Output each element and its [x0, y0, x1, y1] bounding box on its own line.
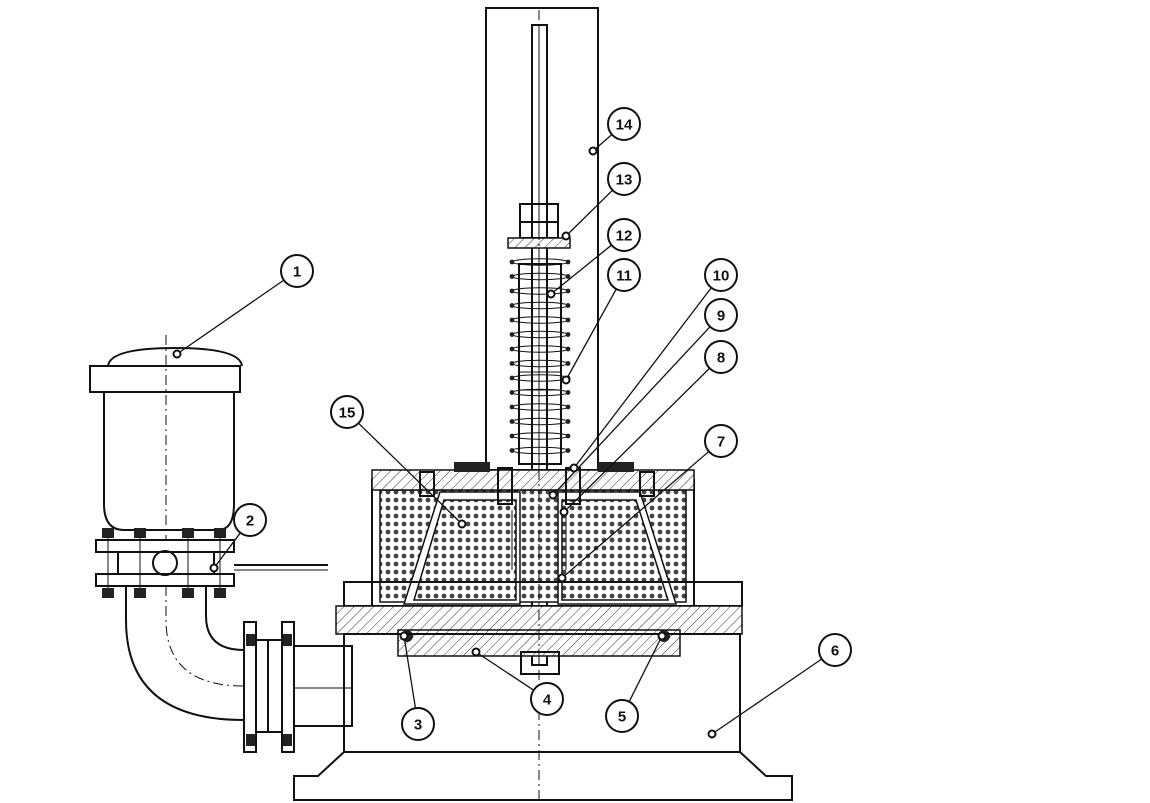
- callout-14: 14: [588, 107, 641, 156]
- center-lines: [165, 10, 540, 800]
- callout-circle: [605, 699, 639, 733]
- callout-circle: [704, 258, 738, 292]
- valve-body: [293, 633, 793, 801]
- callout-8: 8: [559, 340, 738, 517]
- callout-number: 8: [717, 350, 725, 367]
- callout-6: 6: [707, 633, 852, 739]
- callout-leader: [711, 658, 823, 735]
- leader-dot: [471, 647, 481, 657]
- callout-leader: [403, 635, 417, 709]
- callout-9: 9: [548, 298, 738, 500]
- callout-leader: [550, 244, 612, 295]
- callout-1: 1: [172, 254, 314, 359]
- inlet-elbow: [125, 586, 353, 753]
- leader-dot: [546, 289, 556, 299]
- callout-circle: [607, 218, 641, 252]
- callout-number: 5: [618, 709, 626, 726]
- leader-dot: [548, 490, 558, 500]
- leader-dot: [707, 729, 717, 739]
- callout-4: 4: [471, 647, 564, 716]
- callout-3: 3: [399, 631, 435, 741]
- callout-circle: [607, 162, 641, 196]
- leader-dot: [399, 631, 409, 641]
- leader-dot: [657, 631, 667, 641]
- leader-dot: [561, 231, 571, 241]
- callout-circle: [530, 682, 564, 716]
- callout-7: 7: [557, 424, 738, 583]
- callout-leader: [573, 287, 712, 469]
- callout-leader: [176, 279, 285, 355]
- callout-2: 2: [209, 503, 267, 573]
- air-release-valve: [89, 346, 328, 746]
- callout-leader: [628, 635, 663, 702]
- callout-leader: [552, 326, 711, 496]
- callout-leader: [565, 288, 617, 381]
- callout-number: 6: [831, 643, 839, 660]
- rod-sleeve: [518, 263, 562, 465]
- callout-number: 13: [616, 172, 633, 189]
- callout-number: 14: [616, 117, 633, 134]
- leader-dot: [588, 146, 598, 156]
- callout-leader: [213, 532, 241, 569]
- callout-circle: [704, 340, 738, 374]
- callout-number: 1: [293, 264, 301, 281]
- callout-leader: [561, 450, 710, 579]
- callout-circle: [704, 298, 738, 332]
- callout-circle: [401, 707, 435, 741]
- callout-number: 11: [616, 268, 632, 285]
- callout-11: 11: [561, 258, 641, 385]
- callout-circle: [330, 395, 364, 429]
- leader-dot: [561, 375, 571, 385]
- leader-dot: [172, 349, 182, 359]
- leader-dot: [209, 563, 219, 573]
- callout-number: 12: [616, 228, 633, 245]
- leader-dot: [557, 573, 567, 583]
- callout-number: 10: [713, 268, 730, 285]
- callout-13: 13: [561, 162, 641, 241]
- leader-dot: [559, 507, 569, 517]
- callout-circle: [818, 633, 852, 667]
- callout-number: 2: [246, 513, 254, 530]
- callout-circle: [704, 424, 738, 458]
- callout-12: 12: [546, 218, 641, 299]
- callout-number: 4: [543, 692, 552, 709]
- callout-number: 3: [414, 717, 422, 734]
- strainer-housing: [371, 462, 695, 607]
- callout-circle: [607, 258, 641, 292]
- callout-number: 15: [339, 405, 356, 422]
- callout-5: 5: [605, 631, 667, 733]
- callout-circle: [607, 107, 641, 141]
- callout-circle: [280, 254, 314, 288]
- callout-number: 9: [717, 308, 725, 325]
- callout-leader: [565, 189, 614, 237]
- leader-dot: [457, 519, 467, 529]
- callout-leader: [563, 367, 711, 513]
- callout-10: 10: [569, 258, 738, 473]
- callout-15: 15: [330, 395, 467, 529]
- callout-leader: [358, 422, 463, 525]
- compression-spring: [509, 258, 571, 455]
- callout-circle: [233, 503, 267, 537]
- callout-leader: [475, 651, 535, 691]
- leader-dot: [569, 463, 579, 473]
- callout-number: 7: [717, 434, 725, 451]
